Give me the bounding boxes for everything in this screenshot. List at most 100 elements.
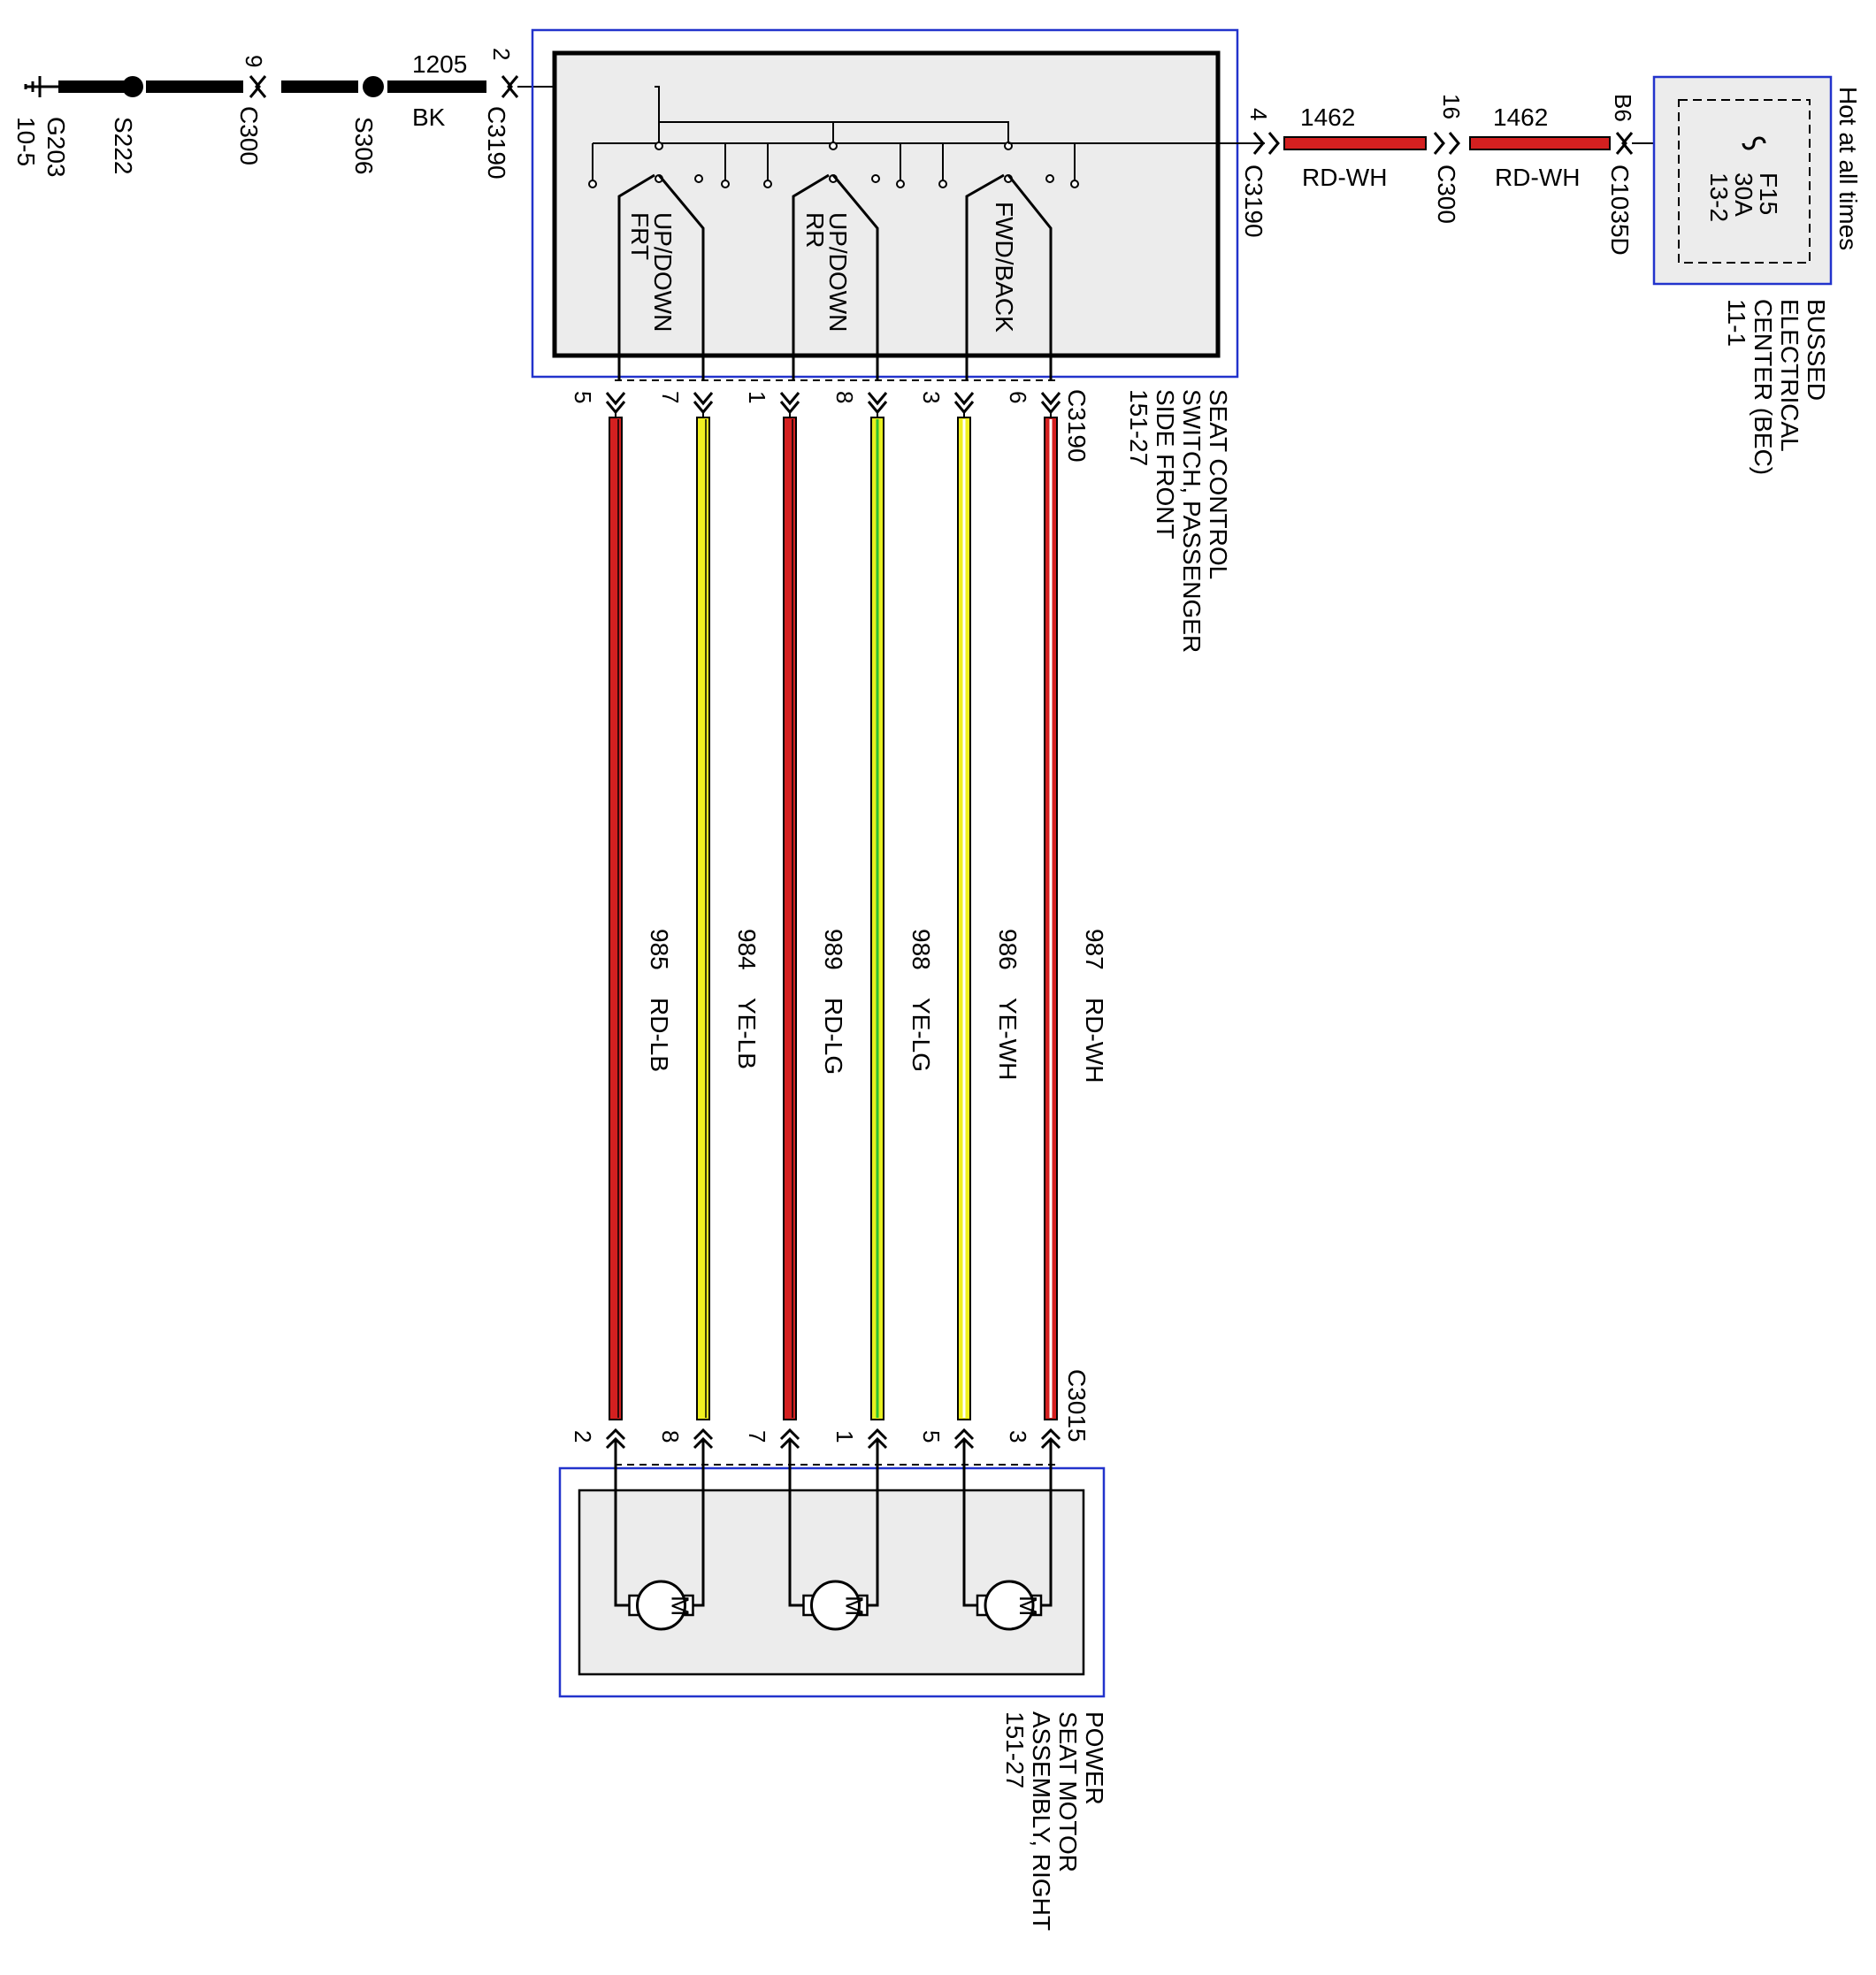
motor-assembly-label-line1: POWER (1081, 1711, 1108, 1805)
power-circuit-1: 1462 (1300, 103, 1355, 131)
c3190-pin-arrow (1040, 392, 1061, 415)
wire-circuit-number: 984 (733, 929, 761, 970)
wire-color-code: YE-LB (733, 998, 761, 1069)
motor-symbol: M (667, 1596, 694, 1616)
c300-power-pin: 16 (1438, 94, 1465, 119)
c3190-power-label: C3190 (1240, 165, 1267, 238)
c3190-pin-number: 3 (918, 391, 945, 403)
power-color-1: RD-WH (1302, 164, 1387, 191)
connector-c300-power (1433, 132, 1460, 155)
fuse-page: 13-2 (1705, 172, 1733, 222)
switch-body (552, 50, 1221, 358)
bec-label-line2: ELECTRICAL (1776, 299, 1803, 452)
connector-c3190-power (1252, 132, 1280, 155)
wire-color-code: YE-WH (994, 998, 1022, 1080)
ground-name: G203 (42, 117, 70, 178)
motor-circle (810, 1580, 861, 1631)
connector-c300-ground (249, 75, 267, 98)
c3190-pin-number: 8 (831, 391, 858, 403)
switch-label-page: 151-27 (1125, 389, 1152, 466)
fuse-box (1678, 99, 1811, 264)
wire-circuit-number: 986 (994, 929, 1022, 970)
bec-label-page: 11-1 (1723, 299, 1750, 347)
motor-assembly-label-page: 151-27 (1001, 1711, 1029, 1788)
c3190-pin-number: 1 (744, 391, 770, 403)
fuse-id: F15 (1755, 172, 1782, 215)
connector-c1035d (1615, 132, 1634, 155)
motor-symbol: M (1015, 1596, 1042, 1616)
wire-color-code: RD-WH (1081, 998, 1108, 1083)
motor-assembly-label-line3: ASSEMBLY, RIGHT (1028, 1711, 1055, 1931)
c3190-pin-number: 6 (1005, 391, 1031, 403)
bec-label-line3: CENTER (BEC) (1750, 299, 1777, 475)
motor-circle (636, 1580, 686, 1631)
switch-contacts (617, 173, 1053, 380)
c1035d-label: C1035D (1606, 165, 1634, 256)
power-wire-segment-2 (1469, 136, 1611, 150)
wire-circuit-number: 985 (646, 929, 673, 970)
power-wire-segment-1 (1283, 136, 1427, 150)
motor-symbol: M (841, 1596, 869, 1616)
wire-body (783, 417, 797, 1420)
splice-s306 (363, 76, 384, 97)
wire-body (609, 417, 623, 1420)
switch-section-3-line1: FWD/BACK (991, 202, 1018, 333)
motor-2: M (788, 1439, 879, 1631)
wire-body (696, 417, 710, 1420)
switch-section-1-line1: UP/DOWN (649, 212, 677, 332)
c3190-pin-arrow (693, 392, 714, 415)
c3015-pin-number: 7 (744, 1430, 770, 1443)
switch-terminals (588, 142, 1079, 188)
bec-label-line1: BUSSED (1803, 299, 1830, 401)
c3015-pin-number: 3 (1005, 1430, 1031, 1443)
c3190-bottom-label: C3190 (1063, 389, 1091, 463)
c3190-power-pin: 4 (1245, 108, 1272, 120)
ground-circuit-number: 1205 (412, 50, 467, 78)
splice-s306-label: S306 (350, 117, 378, 174)
c3015-pin-number: 2 (570, 1430, 596, 1443)
power-circuit-2: 1462 (1493, 103, 1548, 131)
switch-section-2-line2: RR (801, 212, 829, 248)
bec-frame (1652, 75, 1833, 286)
ground-page: 10-5 (12, 117, 40, 166)
c3190-ground-pin: 2 (488, 48, 515, 60)
power-color-2: RD-WH (1495, 164, 1580, 191)
c3190-pin-arrow (953, 392, 975, 415)
splice-s222 (122, 76, 143, 97)
wire-color-code: YE-LG (907, 998, 935, 1072)
wire-circuit-number: 987 (1081, 929, 1108, 970)
switch-section-1-line2: FRT (626, 212, 654, 260)
c300-ground-pin: 9 (241, 55, 267, 67)
fuse-rating: 30A (1730, 172, 1757, 217)
c3190-pin-arrow (605, 392, 626, 415)
motor-1: M (614, 1439, 705, 1631)
wire-circuit-number: 988 (907, 929, 935, 970)
wire-color-code: RD-LB (646, 998, 673, 1072)
ground-wire-color: BK (412, 103, 446, 131)
c3190-pin-arrow (779, 392, 800, 415)
c3190-pin-number: 5 (570, 391, 596, 403)
connector-c3190-ground (501, 75, 519, 98)
motor-assembly-label-line2: SEAT MOTOR (1054, 1711, 1082, 1872)
wire-color-code: RD-LG (820, 998, 847, 1075)
c3190-pin-arrow (867, 392, 888, 415)
ground-symbol (24, 76, 58, 97)
c3015-pin-number: 1 (831, 1430, 858, 1443)
c3015-pin-number: 8 (657, 1430, 684, 1443)
switch-label-line2: SWITCH, PASSENGER (1178, 389, 1206, 653)
c3015-pin-number: 5 (918, 1430, 945, 1443)
wire-circuit-number: 989 (820, 929, 847, 970)
motor-circle (984, 1580, 1035, 1631)
c3190-ground-label: C3190 (483, 106, 510, 180)
fuse-symbol (1742, 136, 1766, 150)
c300-ground-label: C300 (235, 106, 263, 165)
c300-power-label: C300 (1433, 165, 1460, 224)
harness-wires: 52985RD-LB78984YE-LB17989RD-LG81988YE-LG… (570, 391, 1108, 1450)
